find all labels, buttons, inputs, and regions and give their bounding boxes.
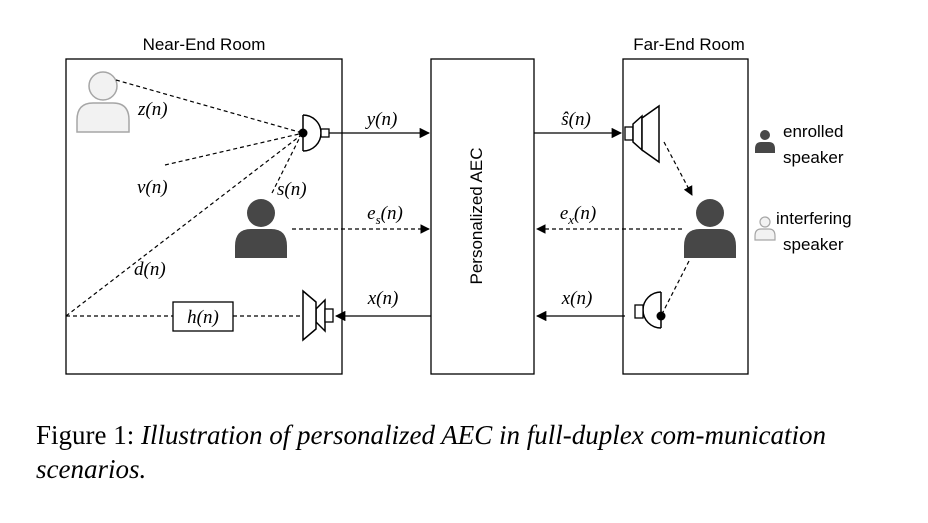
legend-enrolled-line2: speaker — [783, 148, 844, 167]
d-label: d(n) — [134, 259, 166, 280]
e-x-label: ex(n) — [560, 203, 596, 227]
far-end-microphone-icon — [634, 291, 666, 329]
e-s-label: es(n) — [367, 203, 403, 227]
far-end-loudspeaker-icon — [624, 104, 660, 164]
x-near-label: x(n) — [367, 288, 399, 309]
s-hat-label: ŝ(n) — [561, 109, 591, 130]
enrolled-speaker-icon — [235, 199, 287, 258]
h-box — [172, 301, 234, 332]
s-label: s(n) — [277, 179, 307, 200]
interfering-speaker-icon — [76, 71, 130, 133]
far-speech-path — [661, 260, 690, 315]
echo-path-arrow — [663, 141, 693, 196]
e-x-sub: x — [567, 212, 574, 227]
caption-text: Illustration of personalized AEC in full… — [36, 420, 826, 484]
y-label: y(n) — [365, 109, 398, 130]
figure-caption: Figure 1: Illustration of personalized A… — [36, 418, 896, 486]
aec-diagram: Near-End Room Far-End Room Personalized … — [65, 35, 852, 375]
acoustic-paths — [65, 79, 301, 317]
e-x-base: e — [560, 203, 568, 224]
legend-interfering-icon — [754, 216, 776, 241]
e-s-sub: s — [376, 212, 381, 227]
e-x-tail: (n) — [574, 203, 596, 224]
far-end-room-title: Far-End Room — [633, 35, 744, 54]
personalized-aec-block — [430, 58, 535, 375]
near-end-room-box — [65, 58, 343, 375]
near-end-microphone-icon — [298, 114, 330, 152]
x-far-label: x(n) — [561, 288, 593, 309]
legend-enrolled-icon — [755, 130, 775, 153]
aec-label: Personalized AEC — [467, 147, 486, 284]
v-label: v(n) — [137, 177, 168, 198]
far-end-room-box — [622, 58, 749, 375]
near-end-room-title: Near-End Room — [143, 35, 266, 54]
e-s-base: e — [367, 203, 375, 224]
legend-interfering-line1: interfering — [776, 209, 852, 228]
caption-prefix: Figure 1: — [36, 420, 135, 450]
e-s-tail: (n) — [381, 203, 403, 224]
legend-interfering-line2: speaker — [783, 235, 844, 254]
legend-enrolled-line1: enrolled — [783, 122, 844, 141]
far-end-speaker-icon — [684, 199, 736, 258]
h-label: h(n) — [187, 307, 219, 328]
near-end-loudspeaker-icon — [302, 289, 334, 342]
z-label: z(n) — [137, 99, 168, 120]
